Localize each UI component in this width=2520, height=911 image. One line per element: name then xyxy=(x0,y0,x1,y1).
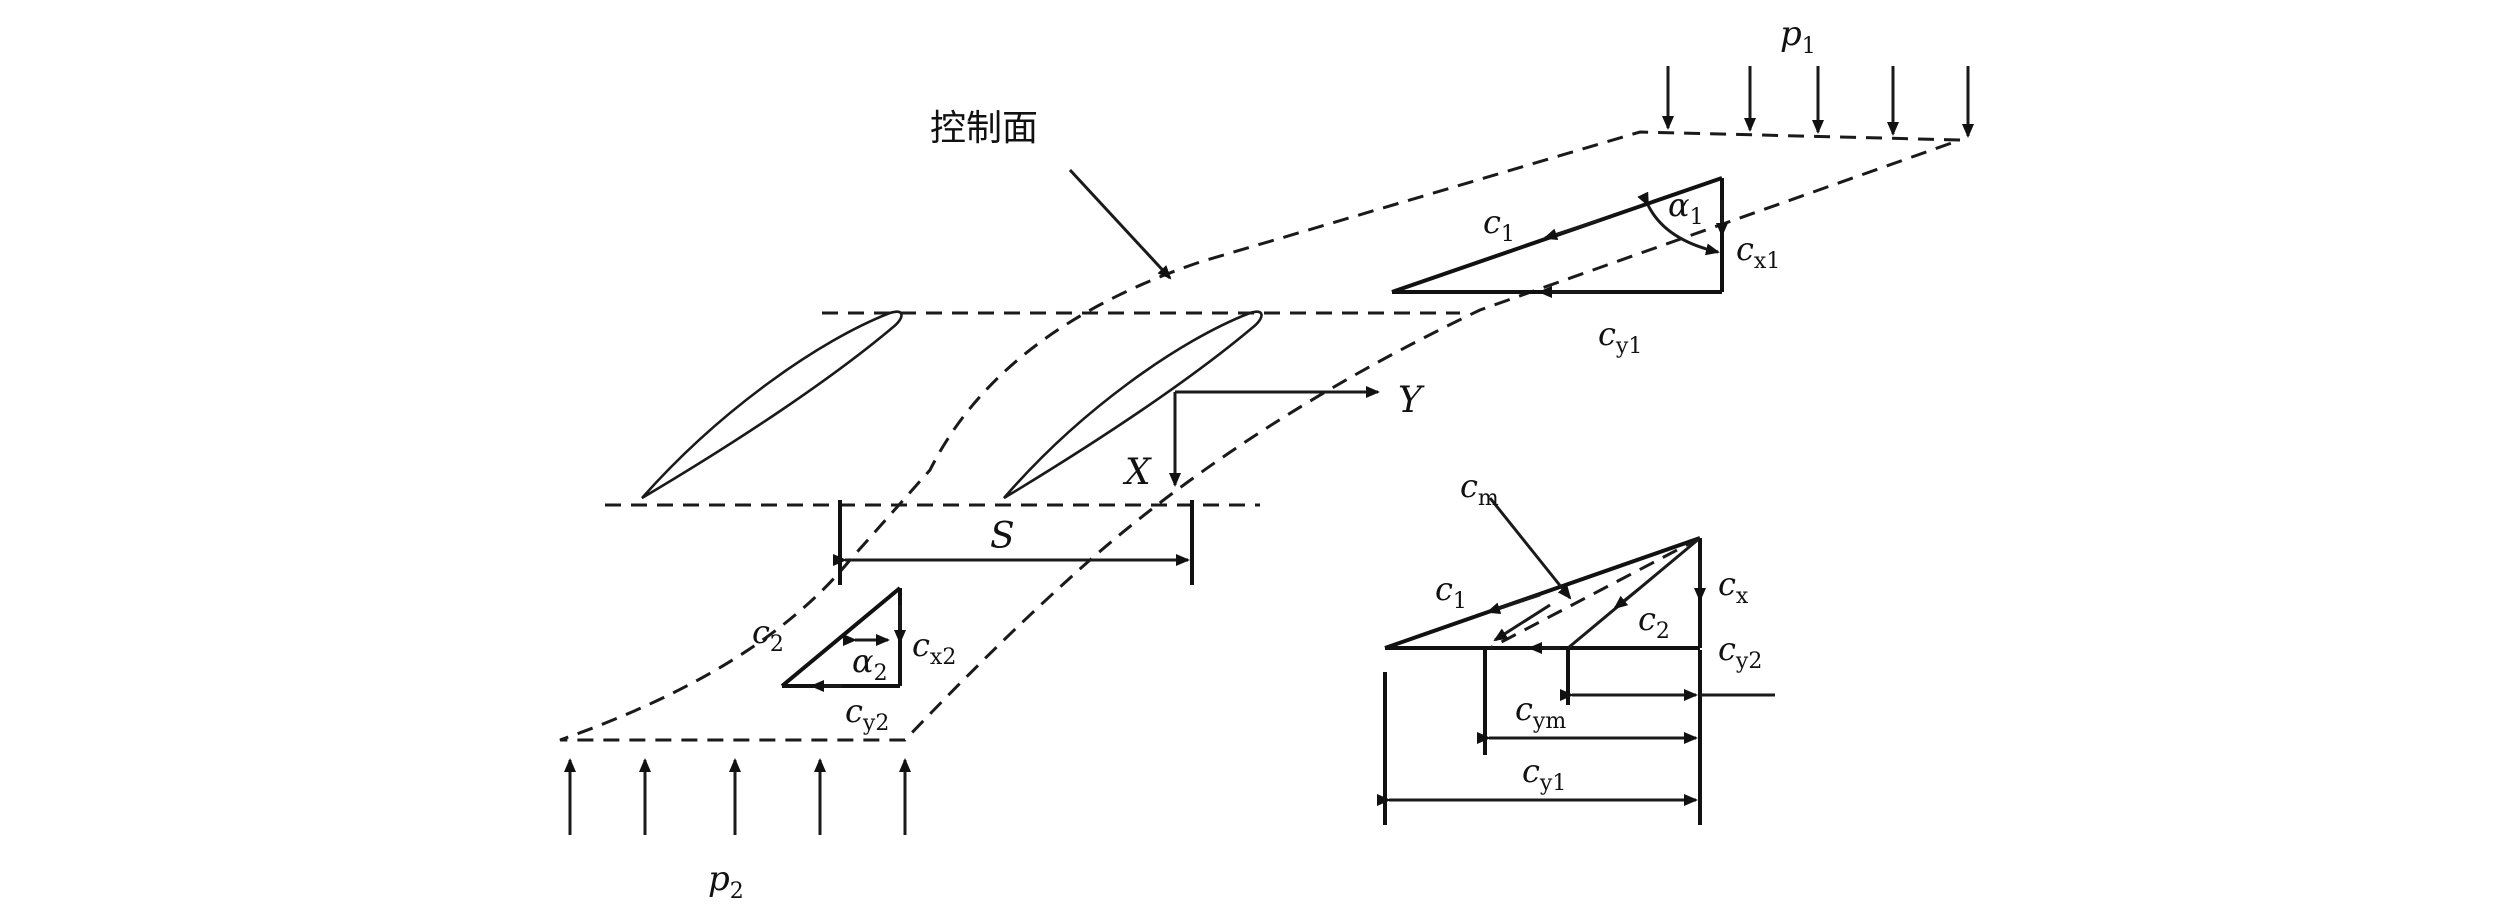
c1-label-right: c1 xyxy=(1435,570,1467,614)
alpha1-arc xyxy=(1637,191,1720,256)
y-axis-label: Y xyxy=(1398,380,1425,421)
blade-left xyxy=(641,310,903,500)
c1-right-arrowhead xyxy=(1486,593,1541,614)
blade-right xyxy=(1003,310,1263,500)
control-surface-outline xyxy=(559,130,1961,742)
c2-label-right: c2 xyxy=(1638,600,1670,644)
cx1-label: cx1 xyxy=(1736,230,1780,274)
cx-label: cx xyxy=(1718,565,1749,609)
outlet-pressure-arrows xyxy=(564,758,911,835)
control-surface-label: 控制面 xyxy=(930,108,1038,149)
inlet-pressure-arrows xyxy=(1662,66,1974,138)
control-surface-leader xyxy=(1068,168,1172,280)
outlet-velocity-triangle xyxy=(780,586,906,692)
alpha2-label: α2 xyxy=(852,642,888,686)
alpha1-label: α1 xyxy=(1668,186,1704,230)
cy1-label-right: cy1 xyxy=(1522,752,1566,796)
cm-line xyxy=(1489,536,1701,650)
pitch-label: S xyxy=(990,516,1015,557)
cym-label: cym xyxy=(1515,690,1566,734)
p1-label: p1 xyxy=(1780,14,1816,59)
cx2-label: cx2 xyxy=(912,626,956,670)
c1-arrowhead xyxy=(1543,218,1601,240)
cm-leader xyxy=(1488,497,1572,600)
c2-label-left: c2 xyxy=(752,613,784,657)
inlet-velocity-triangle xyxy=(1391,176,1728,298)
cm-arrowhead xyxy=(1493,603,1551,642)
cy2-label-left: cy2 xyxy=(845,692,889,736)
cy2-label-right: cy2 xyxy=(1718,630,1762,674)
cy1-label-top: cy1 xyxy=(1598,315,1642,359)
combined-velocity-triangle xyxy=(1377,497,1775,825)
cm-label: cm xyxy=(1460,467,1499,511)
x-axis-label: X xyxy=(1122,452,1152,493)
p2-label: p2 xyxy=(708,859,744,904)
c1-label-top: c1 xyxy=(1483,203,1515,247)
c2-right-arrowhead xyxy=(1613,586,1641,610)
control-surface xyxy=(559,130,1961,742)
